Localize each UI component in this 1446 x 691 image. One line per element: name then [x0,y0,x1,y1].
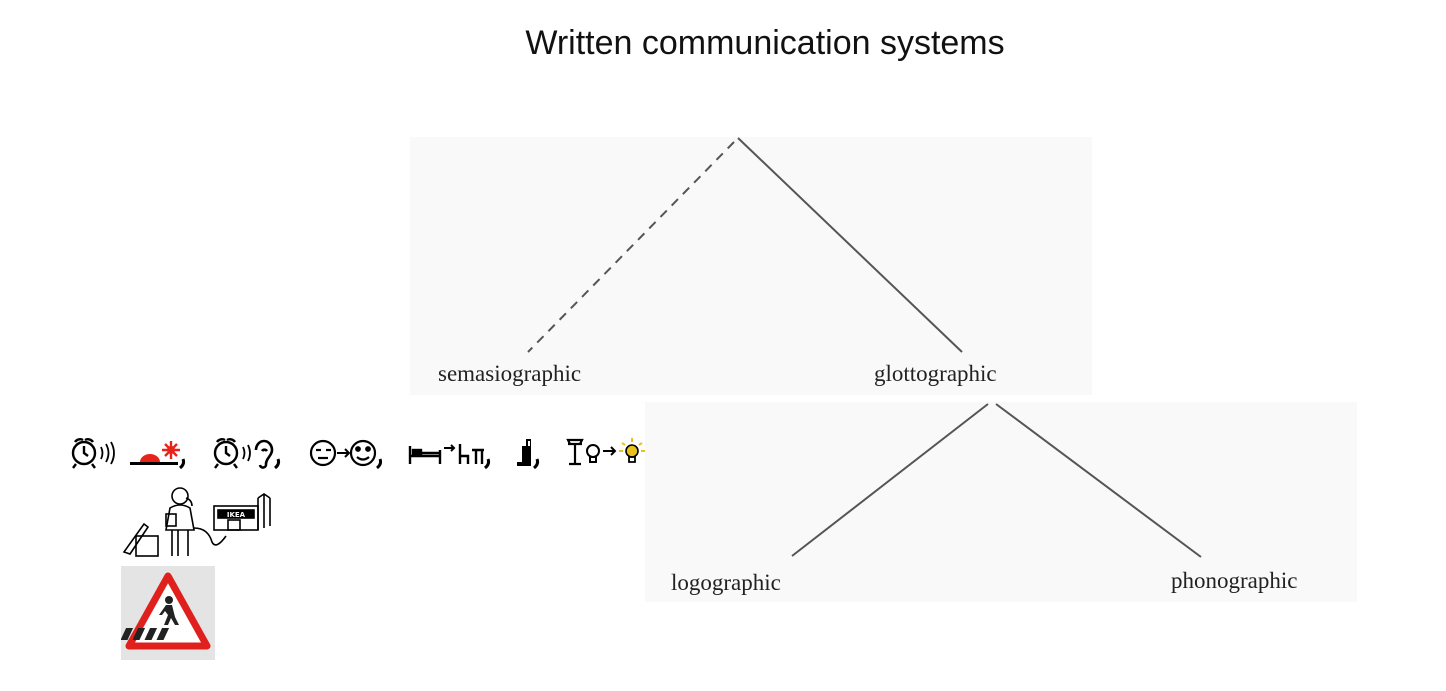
ikea-sign-text: IKEA [227,511,246,519]
edge-glottographic-to-phonographic [995,403,1202,558]
edge-root-to-semasiographic [527,141,735,353]
edge-glottographic-to-logographic [791,403,989,557]
arrow-icon [337,448,351,458]
lightbulb-icon [586,444,600,463]
ear-icon [254,439,281,470]
arrow-icon [444,444,456,452]
toothbrush-icon [517,439,540,470]
node-glottographic: glottographic [874,361,997,386]
node-semasiographic: semasiographic [438,361,582,386]
desk-chair-icon [458,444,491,470]
pedestrian-crossing-sign-icon [108,572,211,650]
bed-icon [408,446,442,464]
alarm-clock-icon [213,438,251,469]
pedestrian-sign-box [108,566,215,660]
arrow-icon [603,446,617,456]
edge-root-to-glottographic [737,137,963,353]
awake-face-icon [349,439,383,470]
alarm-clock-icon [71,438,115,469]
sleepy-face-icon [309,439,337,467]
ikea-phone-pictogram: IKEA [122,487,271,557]
person-on-phone-icon [165,487,227,556]
diagram-title: Written communication systems [525,24,1005,62]
top-tree-panel [410,137,1092,395]
box-icon [122,522,159,557]
sunrise-icon [130,441,186,470]
ikea-store-icon [213,493,271,531]
node-logographic: logographic [671,570,781,595]
bottom-tree-panel [645,402,1357,602]
lamp-icon [566,438,584,466]
pictogram-sequence [71,438,645,470]
node-phonographic: phonographic [1171,568,1298,593]
lightbulb-lit-icon [619,438,645,463]
